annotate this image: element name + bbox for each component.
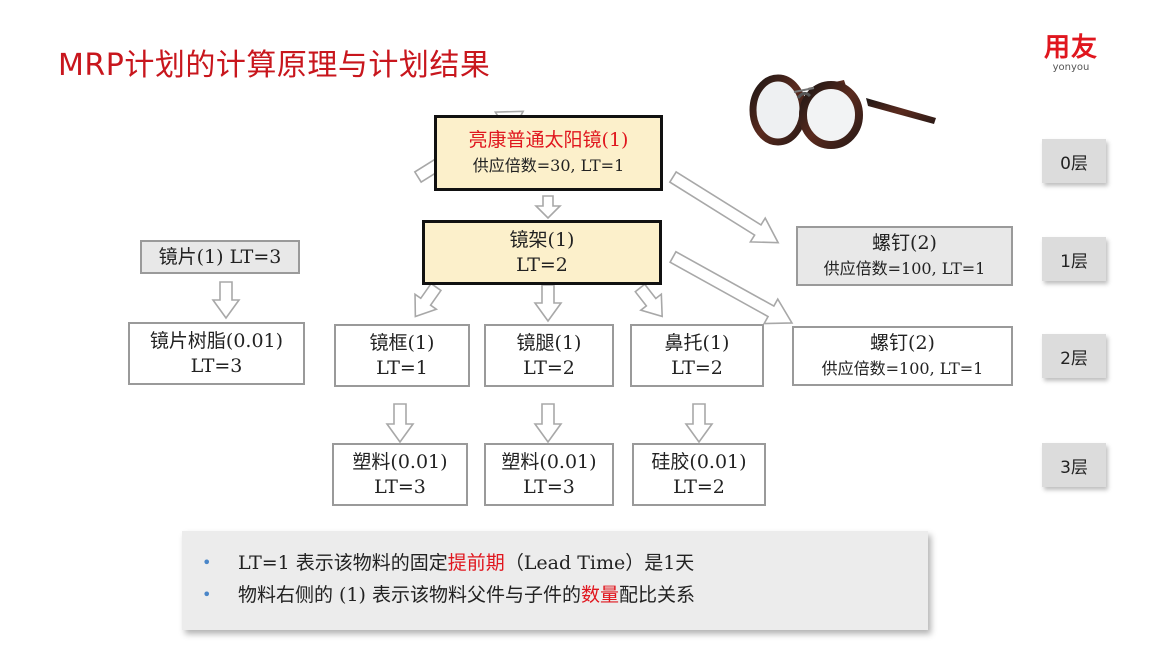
arrow-frame-to-screw2 xyxy=(669,250,794,325)
node-silicone: 硅胶(0.01) LT=2 xyxy=(632,443,766,506)
node-screw-2-detail: 供应倍数=100, LT=1 xyxy=(821,359,984,378)
node-nose-pad-detail: LT=2 xyxy=(671,356,723,379)
arrow-rim-to-plastic1 xyxy=(385,403,415,444)
node-screw-2-name: 螺钉(2) xyxy=(870,332,935,354)
yonyou-logo: 用友 yonyou xyxy=(1036,34,1106,74)
node-silicone-name: 硅胶(0.01) xyxy=(651,450,747,473)
node-screw-1-detail: 供应倍数=100, LT=1 xyxy=(823,259,986,278)
node-sunglasses-detail: 供应倍数=30, LT=1 xyxy=(472,156,625,175)
node-screw-1-name: 螺钉(2) xyxy=(872,232,937,254)
node-frame-name: 镜架(1) xyxy=(509,228,575,251)
node-plastic-1: 塑料(0.01) LT=3 xyxy=(332,443,468,506)
node-temple: 镜腿(1) LT=2 xyxy=(484,324,614,387)
node-plastic-1-detail: LT=3 xyxy=(374,475,426,498)
node-lens-resin-name: 镜片树脂(0.01) xyxy=(149,329,284,352)
node-frame-detail: LT=2 xyxy=(516,253,568,276)
glasses-image xyxy=(749,74,936,149)
arrow-temple-to-plastic2 xyxy=(533,403,563,444)
page-title: MRP计划的计算原理与计划结果 xyxy=(58,48,491,83)
arrow-root-to-frame xyxy=(534,195,562,220)
node-lens-resin-detail: LT=3 xyxy=(190,354,243,377)
note-lead-time-post: （Lead Time）是1天 xyxy=(504,552,695,574)
arrow-root-to-screw1 xyxy=(668,170,780,244)
bullet-icon: • xyxy=(202,585,212,604)
node-silicone-detail: LT=2 xyxy=(673,475,725,498)
node-plastic-2: 塑料(0.01) LT=3 xyxy=(484,443,614,506)
node-screw-2: 螺钉(2) 供应倍数=100, LT=1 xyxy=(792,326,1013,386)
node-rim-name: 镜框(1) xyxy=(369,331,435,354)
bullet-icon: • xyxy=(202,553,212,572)
node-lens-resin: 镜片树脂(0.01) LT=3 xyxy=(128,322,305,385)
node-nose-pad: 鼻托(1) LT=2 xyxy=(630,324,764,387)
arrow-frame-to-rim xyxy=(414,282,443,318)
node-frame: 镜架(1) LT=2 xyxy=(422,220,662,285)
note-quantity-pre: 物料右侧的 (1) 表示该物料父件与子件的 xyxy=(238,584,581,606)
node-plastic-2-name: 塑料(0.01) xyxy=(501,450,597,473)
node-plastic-2-detail: LT=3 xyxy=(523,475,575,498)
arrow-frame-to-temple xyxy=(533,284,563,323)
node-rim: 镜框(1) LT=1 xyxy=(334,324,470,387)
layer-1-label: 1层 xyxy=(1042,237,1106,281)
note-quantity: • 物料右侧的 (1) 表示该物料父件与子件的数量配比关系 xyxy=(202,579,928,611)
layer-0-label: 0层 xyxy=(1042,139,1106,183)
note-lead-time-highlight: 提前期 xyxy=(447,552,505,574)
arrow-lens-to-resin xyxy=(211,281,241,320)
arrow-nosepad-to-silicone xyxy=(684,403,714,444)
node-lens-name: 镜片(1) LT=3 xyxy=(158,245,282,268)
notes-panel: • LT=1 表示该物料的固定提前期（Lead Time）是1天 • 物料右侧的… xyxy=(182,531,928,630)
node-rim-detail: LT=1 xyxy=(376,356,428,379)
node-nose-pad-name: 鼻托(1) xyxy=(664,331,730,354)
node-sunglasses-name: 亮康普通太阳镜(1) xyxy=(468,129,629,151)
node-sunglasses: 亮康普通太阳镜(1) 供应倍数=30, LT=1 xyxy=(434,115,663,191)
note-quantity-post: 配比关系 xyxy=(619,584,696,606)
logo-text: 用友 xyxy=(1043,33,1098,63)
layer-3-label: 3层 xyxy=(1042,443,1106,487)
arrow-frame-to-nosepad xyxy=(634,283,664,318)
node-temple-name: 镜腿(1) xyxy=(516,331,582,354)
logo-subtext: yonyou xyxy=(1052,62,1090,73)
layer-2-label: 2层 xyxy=(1042,334,1106,378)
note-quantity-highlight: 数量 xyxy=(581,584,620,606)
node-lens: 镜片(1) LT=3 xyxy=(140,240,300,274)
node-screw-1: 螺钉(2) 供应倍数=100, LT=1 xyxy=(796,226,1013,286)
note-lead-time-pre: LT=1 表示该物料的固定 xyxy=(238,552,448,574)
node-plastic-1-name: 塑料(0.01) xyxy=(352,450,448,473)
node-temple-detail: LT=2 xyxy=(523,356,575,379)
note-lead-time: • LT=1 表示该物料的固定提前期（Lead Time）是1天 xyxy=(202,547,928,579)
